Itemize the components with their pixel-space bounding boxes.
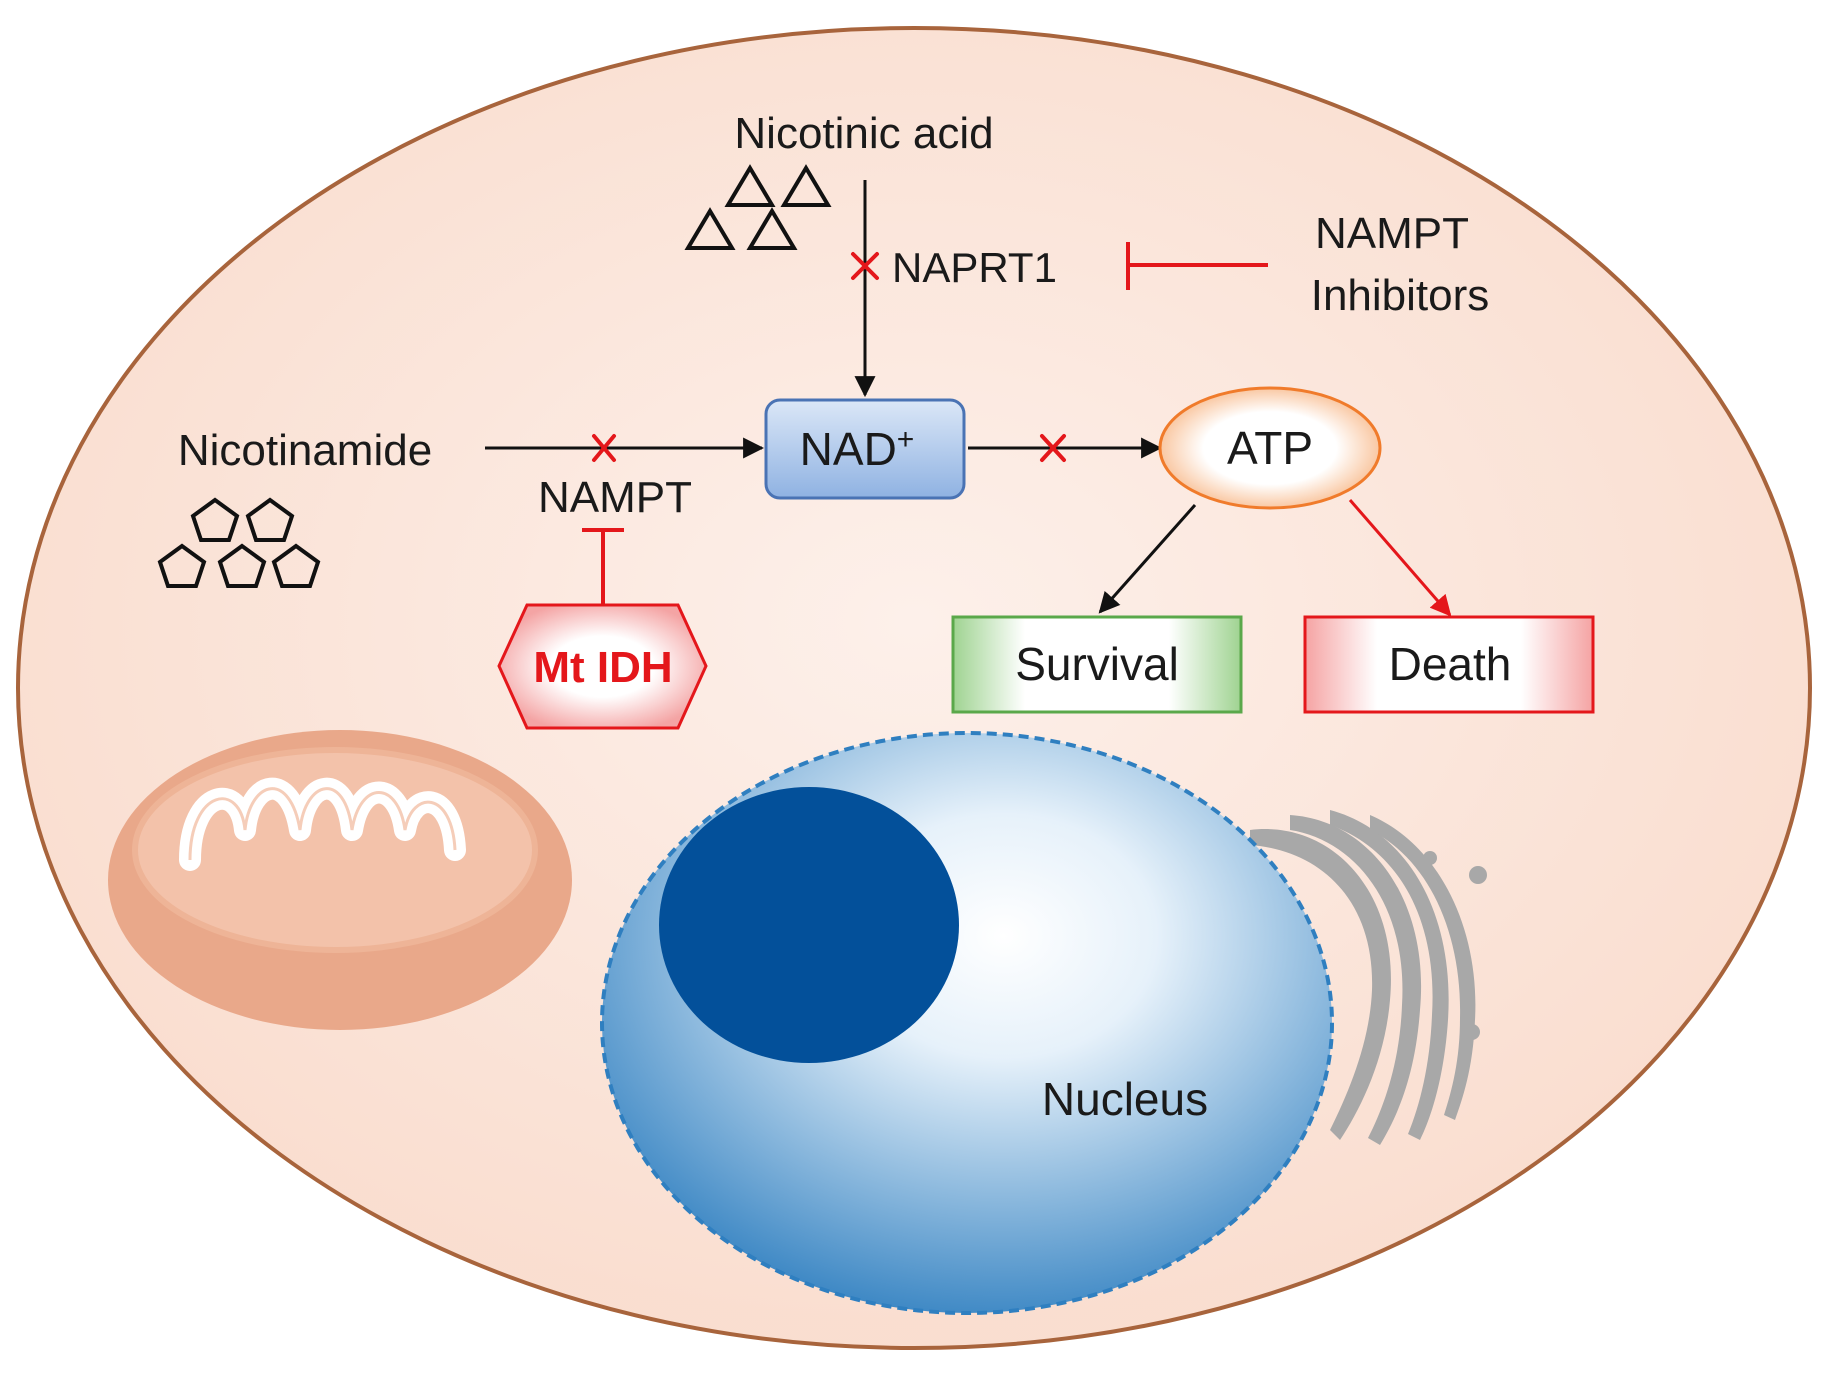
pentagon-icon [157,543,207,588]
nampt-label: NAMPT [538,473,692,522]
pentagon-icon [217,543,267,588]
pentagon-icon [271,543,321,588]
nucleus-icon [600,731,1334,1315]
death-label: Death [1389,638,1512,690]
svg-text:NAD+: NAD+ [800,423,915,475]
triangle-icon [780,164,832,207]
nucleus-label: Nucleus [1042,1073,1208,1125]
naprt1-label: NAPRT1 [892,244,1057,291]
cell-membrane [16,26,1812,1350]
mitochondrion-icon [108,730,572,1030]
arrow-atp-to-survival [1098,504,1197,614]
nad-label: NAD [800,423,897,475]
nampt-inhibitors-label-line2: Inhibitors [1311,271,1490,320]
mt-idh-node: Mt IDH [497,603,708,730]
triangle-icon [724,164,776,207]
survival-node: Survival [951,615,1243,714]
nicotinamide-label: Nicotinamide [178,426,432,475]
nicotinic-acid-label: Nicotinic acid [734,109,993,158]
cross-mark-icon [592,434,616,462]
atp-label: ATP [1227,422,1313,474]
nicotinamide-pentagons [157,497,321,588]
nampt-inhibitors-label-line1: NAMPT [1315,209,1469,258]
pentagon-icon [245,497,295,542]
triangle-icon [746,207,798,250]
survival-label: Survival [1015,638,1179,690]
mt-idh-label: Mt IDH [533,643,672,692]
atp-node: ATP [1158,386,1382,510]
nad-charge: + [897,423,915,456]
death-node: Death [1303,615,1595,714]
triangle-icon [684,207,736,250]
nicotinic-acid-triangles [684,164,832,250]
cross-mark-icon [851,252,879,280]
inhibition-bar-mt-idh [582,528,624,605]
golgi-apparatus-icon [1250,810,1487,1145]
arrow-atp-to-death [1348,499,1452,617]
inhibition-bar-inhibitors [1126,242,1268,290]
nucleolus-icon [659,787,959,1063]
pentagon-icon [190,497,240,542]
nad-node: NAD+ [764,398,966,500]
cross-mark-icon [1040,434,1066,462]
